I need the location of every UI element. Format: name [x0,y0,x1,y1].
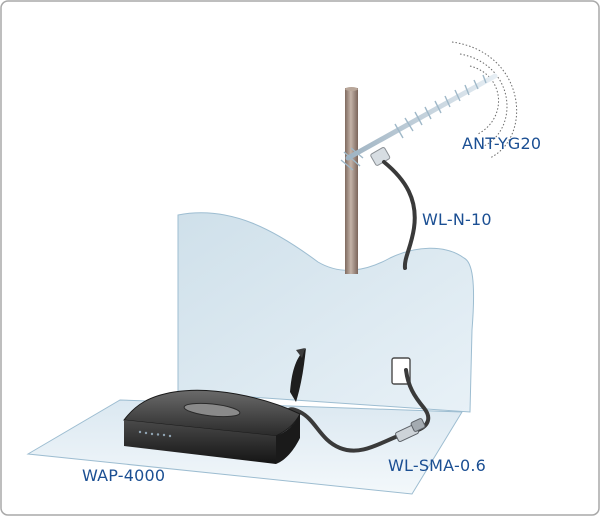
wireless-access-point-icon [123,348,306,464]
adapter-cable-label: WL-SMA-0.6 [388,456,486,475]
antenna-label: ANT-YG20 [462,134,542,153]
radiation-pattern [451,41,518,159]
access-point-label: WAP-4000 [82,466,166,485]
cable-label: WL-N-10 [422,210,492,229]
yagi-antenna-icon [340,73,498,171]
sma-connector-icon [395,418,426,443]
mast-pole-icon [345,87,358,274]
coaxial-cable-icon [382,160,417,270]
coaxial-cable-icon [286,407,400,453]
